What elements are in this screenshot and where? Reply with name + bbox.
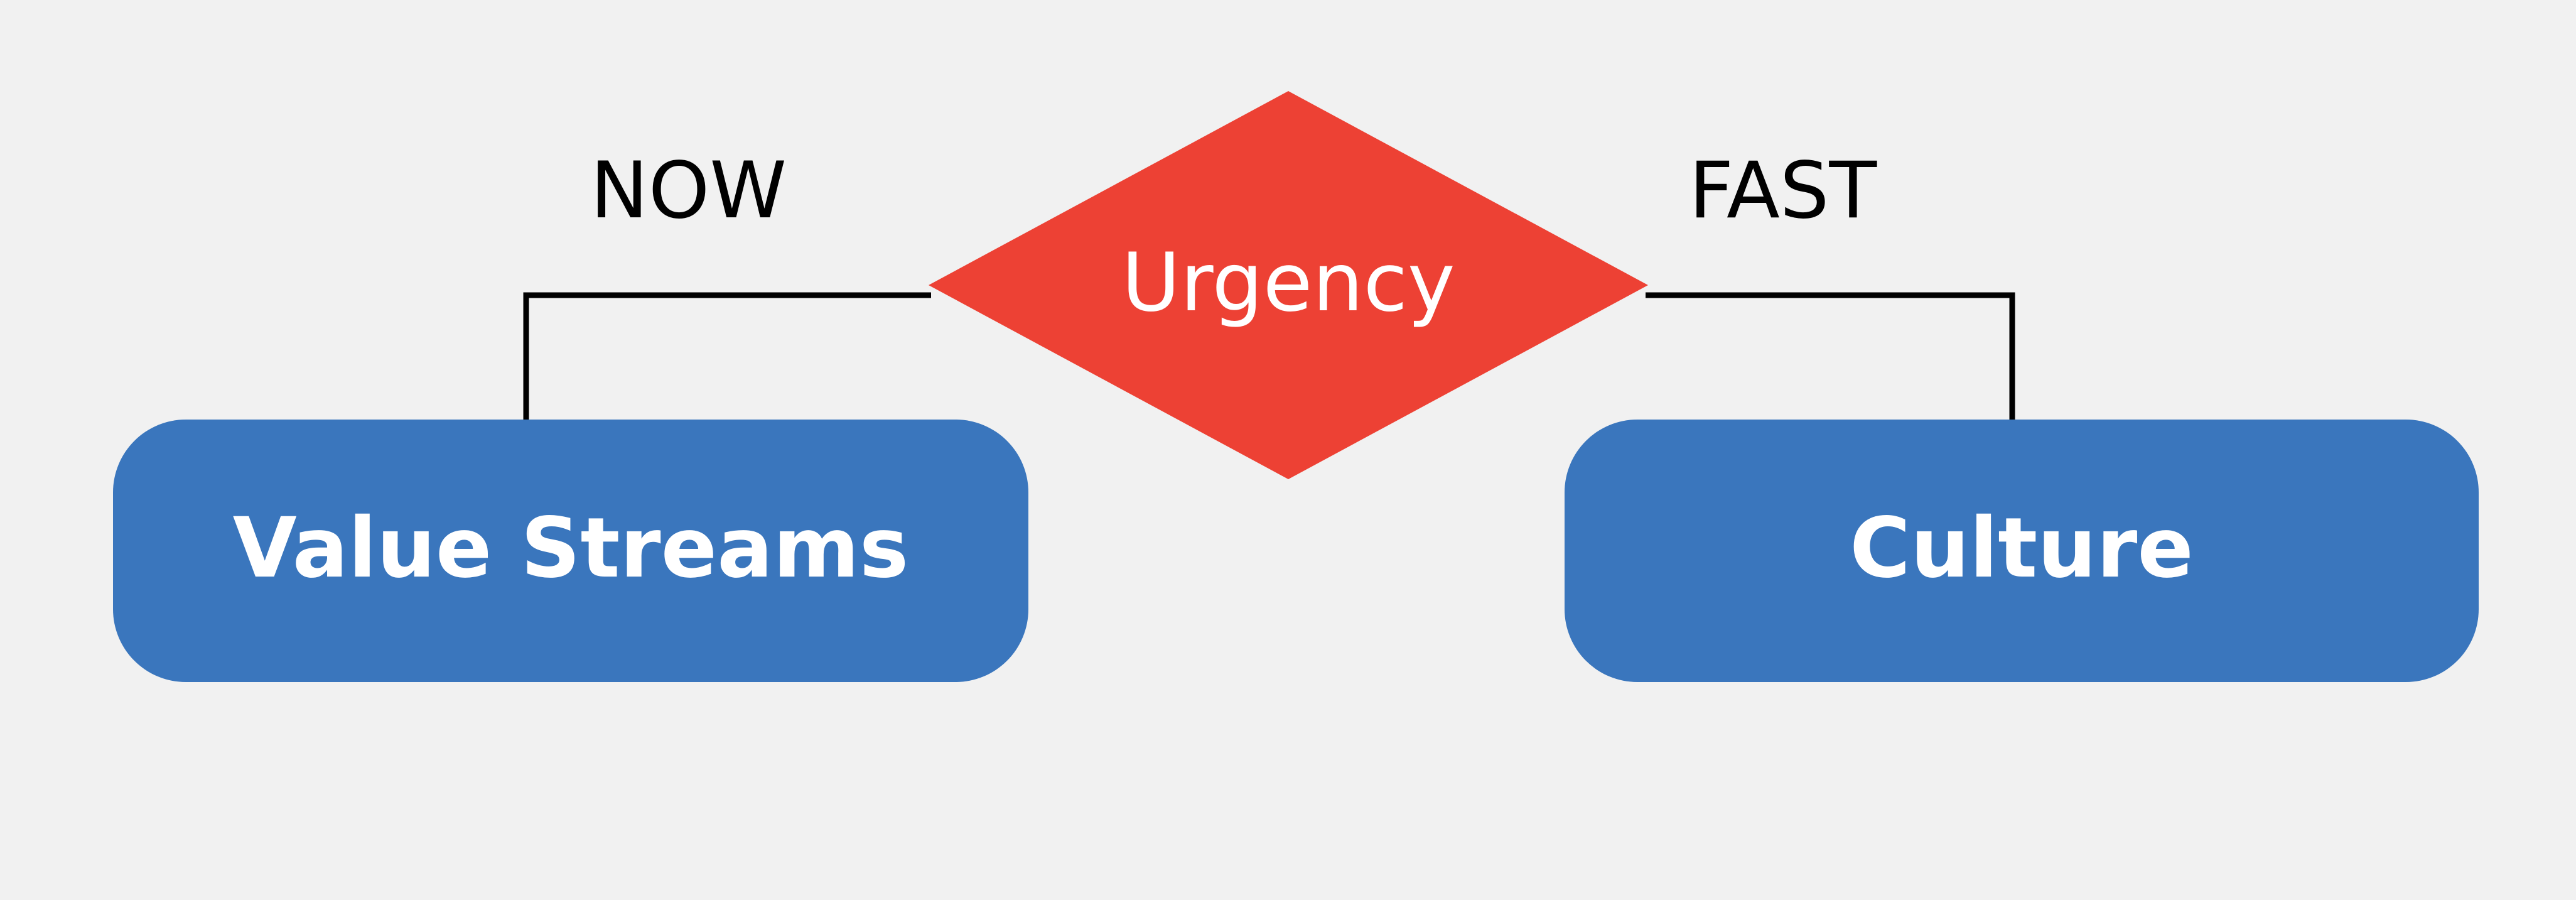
branch-label-fast: FAST bbox=[1689, 146, 1877, 236]
connector-fast-to-culture bbox=[1646, 292, 2015, 440]
process-node-label: Culture bbox=[1850, 500, 2194, 597]
branch-label-now: NOW bbox=[590, 146, 787, 236]
process-node-label: Value Streams bbox=[232, 500, 909, 597]
decision-node-urgency[interactable]: Urgency bbox=[929, 91, 1648, 479]
decision-node-label: Urgency bbox=[1121, 236, 1455, 330]
connector-now-to-value-streams bbox=[523, 292, 931, 440]
process-node-value-streams[interactable]: Value Streams bbox=[113, 420, 1028, 682]
process-node-culture[interactable]: Culture bbox=[1565, 420, 2479, 682]
